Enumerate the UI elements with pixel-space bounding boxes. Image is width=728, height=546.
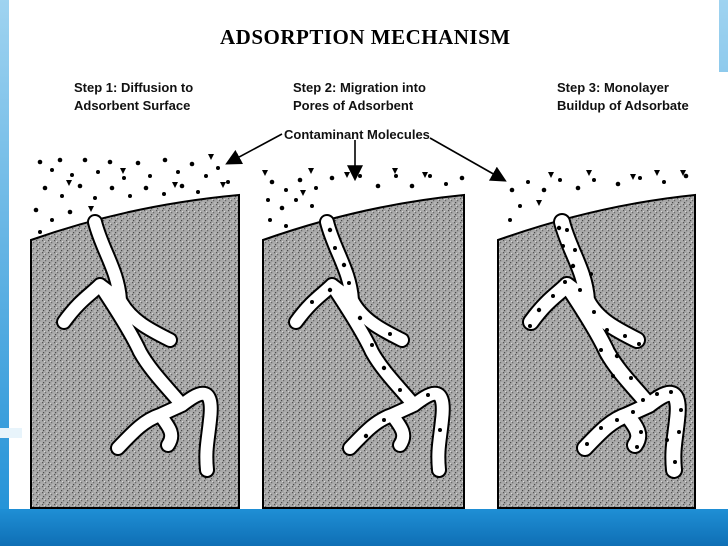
step-1-label: Step 1: Diffusion to Adsorbent Surface [74,79,193,115]
step-2-line-2: Pores of Adsorbent [293,98,414,113]
contaminant-molecules [33,154,689,234]
slide-title: ADSORPTION MECHANISM [220,25,511,49]
granule-step-1 [30,193,240,509]
granule-step-2 [262,193,465,509]
step-1-line-2: Adsorbent Surface [74,98,191,113]
slide-frame-bottom [0,509,728,546]
arrow-to-step-1 [225,133,283,165]
step-2-label: Step 2: Migration into Pores of Adsorben… [293,79,426,115]
step-2-line-1: Step 2: Migration into [293,80,426,95]
granule-step-3 [497,193,696,509]
step-3-label: Step 3: Monolayer Buildup of Adsorbate [557,79,689,115]
contaminant-molecules-label: Contaminant Molecules [284,127,430,142]
step-1-line-1: Step 1: Diffusion to [74,80,194,95]
step-3-line-2: Buildup of Adsorbate [557,98,689,113]
frame-accent-left [0,428,22,438]
slide-frame-left [0,0,9,546]
step-3-line-1: Step 3: Monolayer [557,80,669,95]
arrow-to-step-3 [429,137,507,182]
callout-arrows [225,133,507,182]
